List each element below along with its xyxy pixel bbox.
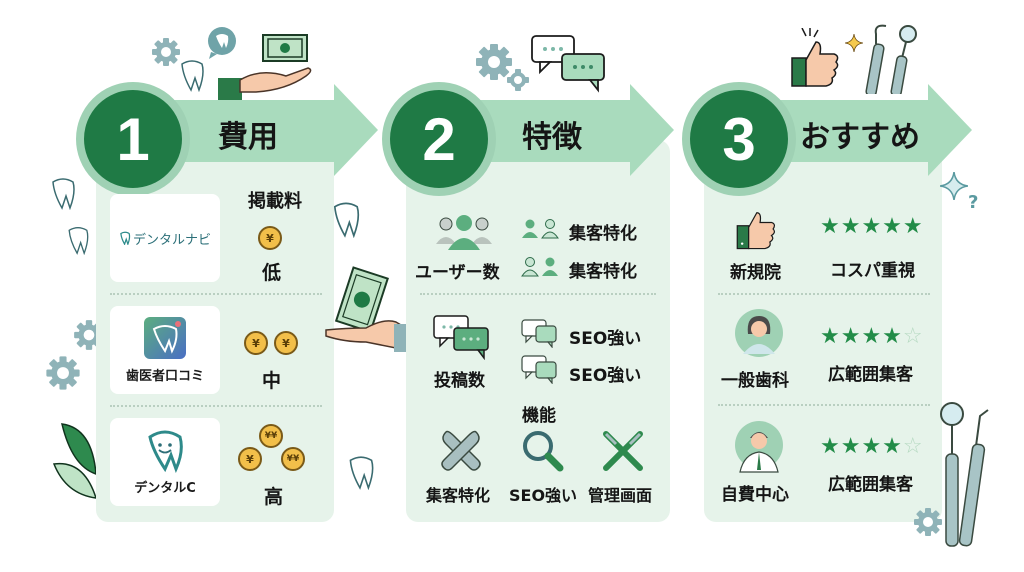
feature-text: SEO強い (569, 329, 642, 349)
feature-text: SEO強い (569, 366, 642, 386)
feature-text: 集客特化 (426, 486, 491, 505)
service-name: 歯医者口コミ (125, 368, 204, 384)
users-icon (522, 219, 559, 239)
user-count-label: ユーザー数 (415, 263, 500, 283)
sparkle-icon (845, 34, 863, 52)
divider (110, 293, 322, 295)
fee-column-header: 掲載料 (248, 191, 302, 212)
audience-label: 一般歯科 (721, 371, 789, 391)
gear-icon (46, 356, 80, 390)
yen-coin-icon: ¥ (258, 226, 282, 250)
fee-level-high: 高 (264, 486, 284, 508)
tooth-speech-bubble-icon (208, 27, 236, 59)
recommendation-tag: 広範囲集客 (828, 365, 913, 385)
wrench-icon (441, 430, 481, 471)
gear-icon (152, 38, 180, 66)
gear-icon (914, 508, 942, 536)
divider (718, 404, 930, 406)
screwdriver-icon (603, 431, 643, 471)
post-count-label: 投稿数 (434, 371, 485, 391)
step-2-arrow-head (630, 84, 674, 176)
yen-coin-icon: ¥¥ (259, 424, 283, 448)
tooth-icon (349, 456, 374, 490)
audience-label: 新規院 (730, 263, 781, 283)
service-name: デンタルC (134, 480, 196, 496)
service-card-dental-navi: デンタルナビ (110, 194, 220, 282)
users-icon (521, 257, 558, 277)
user-group-icon (436, 215, 492, 250)
search-icon (523, 431, 564, 472)
divider (420, 293, 656, 295)
female-avatar-icon (735, 309, 783, 357)
service-card-dental-c: デンタルC (110, 418, 220, 506)
male-doctor-avatar-icon (735, 421, 783, 473)
tooth-icon (52, 178, 75, 210)
question-mark-icon: ? (968, 192, 979, 213)
feature-text: 集客特化 (569, 262, 637, 282)
step-1-number-badge: 1 (76, 82, 190, 196)
service-card-haisha-kuchikomi: 歯医者口コミ (110, 306, 220, 394)
divider (718, 293, 930, 295)
tooth-icon (68, 226, 89, 255)
half-star-icon: ☆ (902, 324, 924, 349)
leaf-icon (52, 423, 98, 499)
feature-text: SEO強い (509, 486, 578, 505)
step-1-arrow-head (334, 84, 378, 176)
half-star-icon: ☆ (902, 434, 924, 459)
step-2-title: 特徴 (522, 120, 582, 155)
chat-icon (521, 319, 557, 348)
features-header: 機能 (522, 406, 556, 426)
filled-stars: ★★★★ (820, 434, 903, 459)
tooth-icon (181, 60, 204, 92)
chat-bubbles-icon (433, 315, 489, 360)
recommendation-tag: コスパ重視 (830, 261, 915, 281)
step-3-arrow-head (928, 84, 972, 176)
rating-stars: ★★★★☆ (820, 434, 924, 459)
gears-icon (476, 44, 529, 91)
fee-level-low: 低 (262, 262, 282, 284)
step-2-number-badge: 2 (382, 82, 496, 196)
fee-level-mid: 中 (262, 370, 282, 392)
divider (110, 405, 322, 407)
step-1-title: 費用 (218, 120, 278, 155)
rating-stars: ★★★★☆ (820, 324, 924, 349)
banknote-icon (262, 34, 308, 62)
tooth-logo-icon (120, 231, 131, 245)
recommendation-tag: 広範囲集客 (828, 475, 913, 495)
sparkle-icon (940, 172, 968, 200)
app-logo-icon (144, 316, 186, 359)
rating-stars: ★★★★★ (820, 214, 924, 239)
dental-tools-icon (940, 402, 989, 547)
tooth-icon (333, 202, 360, 238)
yen-coin-icon: ¥¥ (281, 447, 305, 471)
service-name: デンタルナビ (132, 232, 211, 248)
dental-tools-icon (865, 24, 917, 94)
yen-coin-icon: ¥ (244, 331, 268, 355)
thumbs-up-icon (736, 212, 776, 250)
audience-label: 自費中心 (721, 485, 789, 505)
filled-stars: ★★★★ (820, 324, 903, 349)
feature-text: 管理画面 (588, 486, 653, 505)
chat-bubbles-icon (531, 35, 605, 93)
thumbs-up-icon (791, 28, 839, 87)
yen-coin-icon: ¥ (238, 447, 262, 471)
yen-coin-icon: ¥ (274, 331, 298, 355)
chat-icon (521, 355, 557, 384)
step-3-number-badge: 3 (682, 82, 796, 196)
smiling-tooth-logo-icon (148, 430, 183, 473)
step-3-title: おすすめ (800, 120, 920, 155)
hand-receiving-icon (218, 67, 312, 102)
feature-text: 集客特化 (569, 224, 637, 244)
hand-giving-money-icon (325, 266, 406, 352)
